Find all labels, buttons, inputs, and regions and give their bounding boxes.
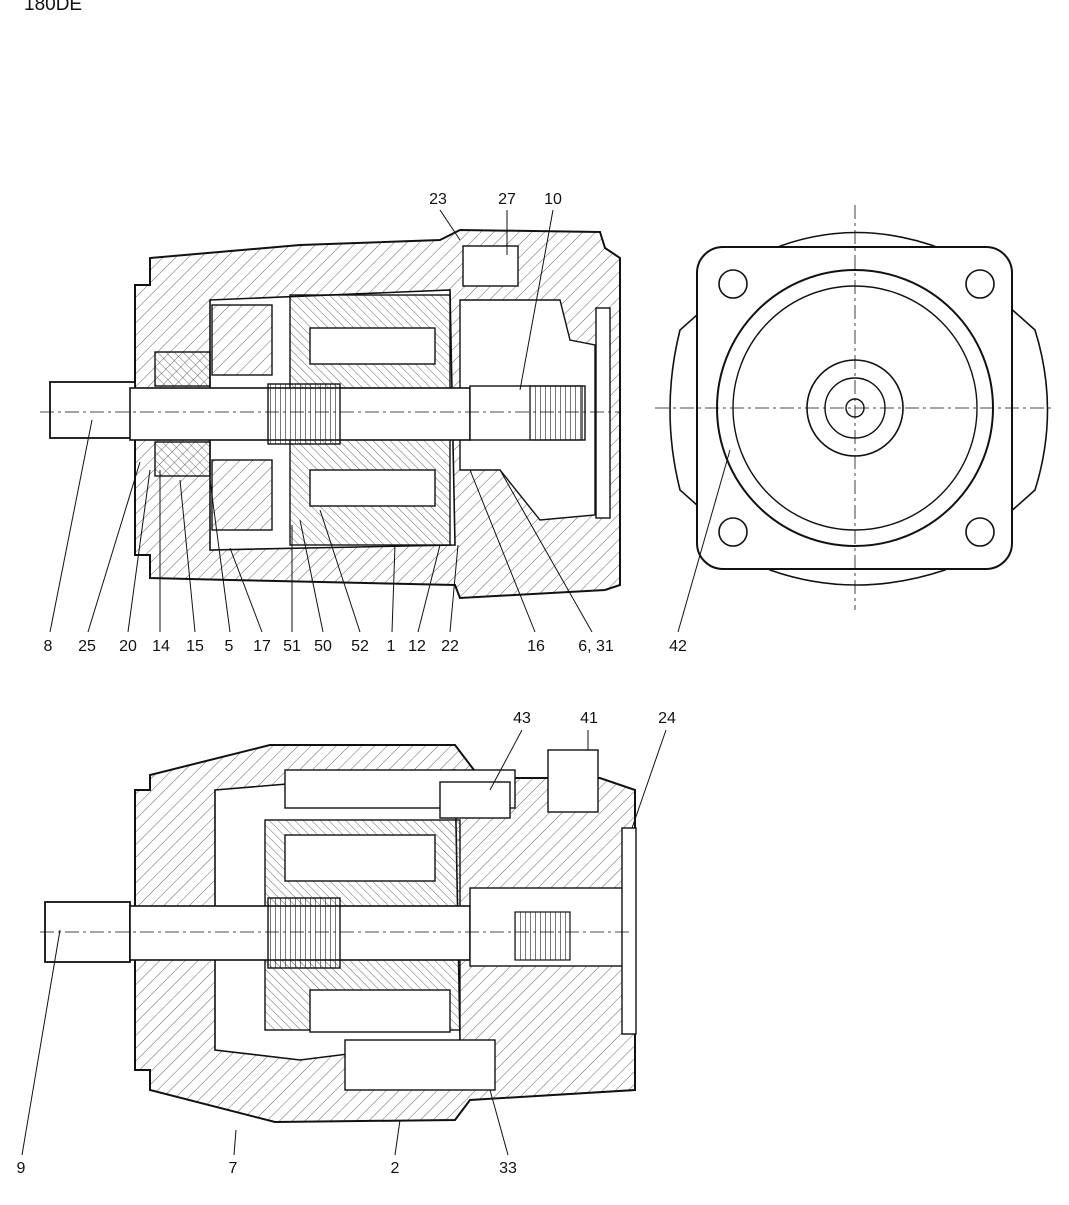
callout-24: 24 xyxy=(658,710,676,727)
leader-2 xyxy=(394,1119,401,1156)
piston-lower xyxy=(309,469,436,507)
leader-1 xyxy=(391,544,396,633)
plug-27 xyxy=(462,245,519,287)
section-view-top xyxy=(40,228,621,600)
flange-bolt-bottom-left xyxy=(718,517,748,547)
piston-bottom-upper xyxy=(284,834,436,882)
callout-10: 10 xyxy=(544,191,562,208)
callout-50: 50 xyxy=(314,638,332,655)
section-view-bottom xyxy=(40,744,637,1124)
gasket-plate-24 xyxy=(621,827,637,1035)
leader-9 xyxy=(21,929,61,1156)
callout-42: 42 xyxy=(669,638,687,655)
leader-52 xyxy=(319,509,361,633)
callout-9: 9 xyxy=(17,1160,26,1177)
leader-24 xyxy=(631,729,667,829)
leader-43 xyxy=(489,729,523,791)
callout-8: 8 xyxy=(44,638,53,655)
leader-22 xyxy=(449,544,459,633)
piston-upper xyxy=(309,327,436,365)
callout-41: 41 xyxy=(580,710,598,727)
flange-bolt-bottom-right xyxy=(965,517,995,547)
model-title: 180DE xyxy=(24,0,83,15)
callout-12: 12 xyxy=(408,638,426,655)
callout-52: 52 xyxy=(351,638,369,655)
callouts: 23 27 10 8 25 20 14 15 5 17 51 50 52 1 1… xyxy=(17,191,687,1177)
callout-1: 1 xyxy=(387,638,396,655)
leader-17 xyxy=(229,547,263,633)
callout-27: 27 xyxy=(498,191,516,208)
callout-5: 5 xyxy=(225,638,234,655)
leader-6-31 xyxy=(499,469,593,633)
shaft-spline-top xyxy=(267,383,341,445)
bearing-top-upper xyxy=(154,351,211,387)
rear-cover-plate-top xyxy=(595,307,611,519)
leader-5 xyxy=(209,479,231,633)
callout-23: 23 xyxy=(429,191,447,208)
end-view xyxy=(655,205,1055,610)
leader-25 xyxy=(87,461,141,633)
callout-17: 17 xyxy=(253,638,271,655)
shaft-spline-bottom xyxy=(267,897,341,969)
leader-20 xyxy=(127,469,151,633)
swash-plate-top-lower xyxy=(211,459,273,531)
leader-33 xyxy=(489,1089,509,1156)
swash-plate-top-upper xyxy=(211,304,273,376)
callout-2: 2 xyxy=(391,1160,400,1177)
callout-22: 22 xyxy=(441,638,459,655)
callout-16: 16 xyxy=(527,638,545,655)
leader-lines xyxy=(21,209,731,1156)
leader-16 xyxy=(469,469,536,633)
flange-bolt-top-left xyxy=(718,269,748,299)
leader-10 xyxy=(519,209,554,391)
callout-6-31: 6, 31 xyxy=(578,638,614,655)
callout-51: 51 xyxy=(283,638,301,655)
valve-43 xyxy=(439,781,511,819)
leader-50 xyxy=(299,519,324,633)
fitting-41 xyxy=(547,749,599,813)
output-spline-teeth xyxy=(529,385,583,441)
callout-43: 43 xyxy=(513,710,531,727)
flange-bolt-top-right xyxy=(965,269,995,299)
leader-23 xyxy=(439,209,461,241)
bearing-top-lower xyxy=(154,441,211,477)
callout-25: 25 xyxy=(78,638,96,655)
callout-20: 20 xyxy=(119,638,137,655)
leader-8 xyxy=(49,419,93,633)
piston-bottom-lower xyxy=(309,989,451,1033)
callout-14: 14 xyxy=(152,638,170,655)
callout-33: 33 xyxy=(499,1160,517,1177)
leader-15 xyxy=(179,479,196,633)
leader-7 xyxy=(233,1129,237,1156)
callout-15: 15 xyxy=(186,638,204,655)
callout-7: 7 xyxy=(229,1160,238,1177)
output-spline-bottom xyxy=(514,911,571,961)
drive-shaft-spline-end xyxy=(49,381,136,439)
adjusting-piston-33 xyxy=(344,1039,496,1091)
leader-12 xyxy=(417,544,441,633)
leader-42 xyxy=(677,449,731,633)
